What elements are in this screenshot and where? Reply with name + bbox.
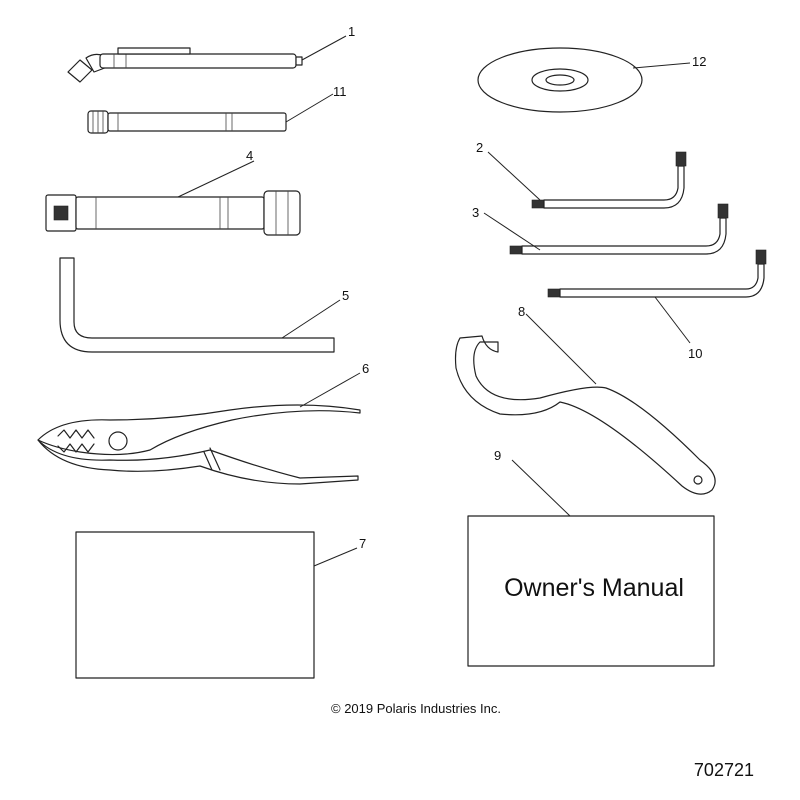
part-2-torx-key	[531, 151, 687, 209]
owners-manual-title: Owner's Manual	[504, 574, 684, 602]
callout-8: 8	[518, 304, 525, 319]
callout-12: 12	[692, 54, 706, 69]
callout-9: 9	[494, 448, 501, 463]
callout-11: 11	[333, 84, 347, 99]
callout-3: 3	[472, 205, 479, 220]
part-12-disc	[477, 47, 643, 113]
part-number: 702721	[694, 760, 754, 780]
leader-lines	[177, 35, 691, 567]
callout-1: 1	[348, 24, 355, 39]
callout-7: 7	[359, 536, 366, 551]
callout-6: 6	[362, 361, 369, 376]
part-1-tool	[67, 47, 303, 83]
part-11-extension	[87, 110, 287, 134]
part-9-owners-manual: Owner's Manual	[467, 515, 715, 667]
part-8-spanner	[454, 335, 716, 495]
callout-numbers: 1 11 4 5 6 7 12 2 3 10 8 9	[246, 24, 706, 551]
part-6-pliers	[37, 404, 361, 485]
callout-10: 10	[688, 346, 702, 361]
callout-5: 5	[342, 288, 349, 303]
callout-2: 2	[476, 140, 483, 155]
part-4-socket	[45, 190, 301, 236]
copyright-notice: © 2019 Polaris Industries Inc.	[331, 701, 501, 716]
part-10-torx-key	[547, 249, 767, 298]
part-7-card	[75, 531, 315, 679]
callout-4: 4	[246, 148, 253, 163]
part-5-hex-key	[59, 257, 335, 353]
part-3-torx-key	[509, 203, 729, 255]
